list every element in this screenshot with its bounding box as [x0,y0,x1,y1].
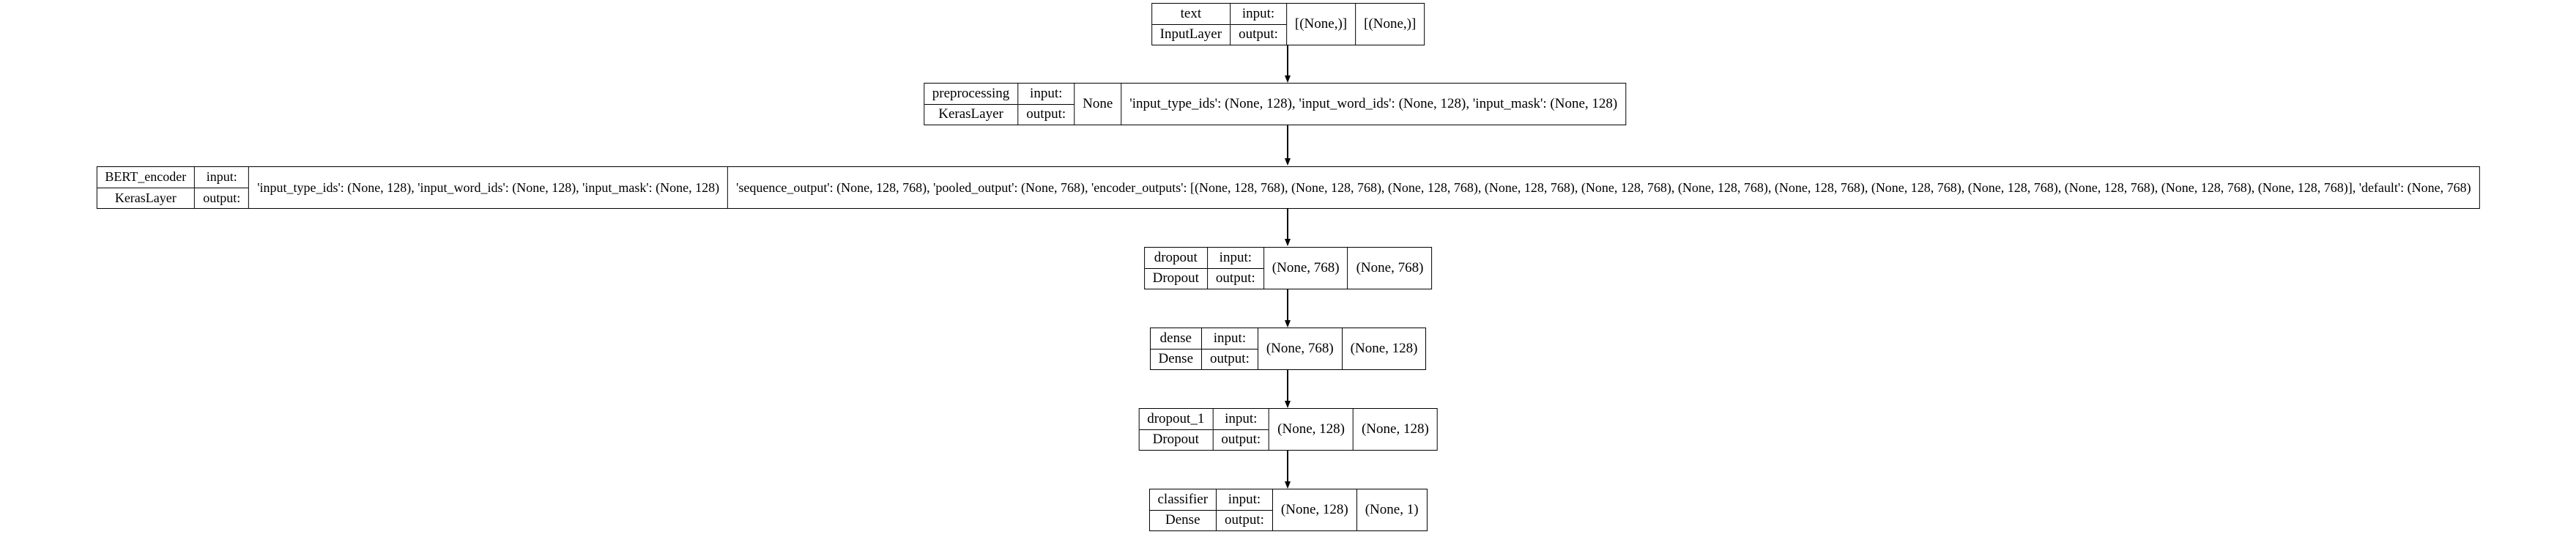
input-label: input: [1213,409,1269,430]
layer-title-cell: text InputLayer [1151,4,1231,45]
output-shape: 'sequence_output': (None, 128, 768), 'po… [736,180,2471,195]
layer-title-cell: dropout Dropout [1144,248,1208,289]
output-shape: (None, 1) [1365,502,1419,517]
layer-name: BERT_encoder [97,167,195,188]
io-label-cell: input: output: [1213,409,1270,450]
layer-node-classifier: classifier Dense input: output: (None, 1… [1148,489,1428,531]
output-label: output: [203,190,241,205]
io-label-cell: input: output: [1202,328,1258,369]
layer-class: Dropout [1152,270,1199,286]
io-label-cell: input: output: [1018,84,1075,125]
io-label-cell: input: output: [1217,489,1273,530]
output-shape: [(None,)] [1364,16,1417,32]
edge-line [1287,370,1288,401]
input-shape: None [1074,84,1122,125]
layer-title-cell: classifier Dense [1149,489,1217,530]
input-label: input: [1202,328,1258,349]
arrowhead-down-icon [1284,75,1291,83]
arrowhead-down-icon [1284,481,1291,489]
layer-node-bert-encoder: BERT_encoder KerasLayer input: output: '… [96,166,2480,209]
output-shape: (None, 768) [1356,260,1424,275]
input-shape: (None, 768) [1264,248,1348,289]
layer-node-dropout: dropout Dropout input: output: (None, 76… [1143,247,1433,289]
layer-title-cell: dropout_1 Dropout [1139,409,1214,450]
layer-name: dropout [1144,248,1207,269]
edge-line [1287,451,1288,481]
layer-name: text [1151,4,1231,25]
io-label-cell: input: output: [195,167,250,208]
layer-class: Dense [1165,512,1200,528]
input-shape: (None, 768) [1258,328,1343,369]
arrowhead-down-icon [1284,158,1291,166]
output-shape: (None, 128) [1350,341,1418,356]
layer-name: preprocessing [924,84,1018,105]
io-label-cell: input: output: [1231,4,1287,45]
layer-title-cell: BERT_encoder KerasLayer [97,167,196,208]
output-label: output: [1225,512,1264,528]
input-label: input: [1231,4,1286,25]
layer-node-preprocessing: preprocessing KerasLayer input: output: … [923,83,1627,125]
input-shape: (None, 128) [1269,409,1354,450]
layer-class: InputLayer [1159,26,1222,42]
output-label: output: [1221,432,1261,448]
edge-line [1287,209,1288,239]
output-shape: (None, 128) [1361,421,1429,437]
input-label: input: [195,167,249,188]
input-label: input: [1018,84,1074,105]
input-label: input: [1207,248,1263,269]
input-shape: 'input_type_ids': (None, 128), 'input_wo… [249,167,729,208]
layer-title-cell: dense Dense [1150,328,1203,369]
layer-class: Dense [1158,351,1194,367]
arrowhead-down-icon [1284,320,1291,328]
io-label-cell: input: output: [1207,248,1264,289]
output-label: output: [1239,26,1278,42]
layer-name: classifier [1149,489,1217,511]
layer-class: KerasLayer [938,106,1003,122]
arrowhead-down-icon [1284,239,1291,246]
layer-class: Dropout [1152,432,1199,448]
output-label: output: [1210,351,1250,367]
output-label: output: [1026,106,1066,122]
layer-title-cell: preprocessing KerasLayer [924,84,1019,125]
output-label: output: [1215,270,1255,286]
edge-line [1287,45,1288,75]
layer-node-text: text InputLayer input: output: [(None,)]… [1151,3,1425,45]
output-shape: 'input_type_ids': (None, 128), 'input_wo… [1129,96,1618,111]
layer-node-dropout-1: dropout_1 Dropout input: output: (None, … [1138,408,1438,451]
edge-line [1287,289,1288,320]
input-shape: (None, 128) [1273,489,1357,530]
edge-line [1287,125,1288,158]
layer-class: KerasLayer [114,190,177,205]
input-shape: [(None,)] [1287,4,1356,45]
layer-node-dense: dense Dense input: output: (None, 768) (… [1149,328,1427,370]
layer-name: dense [1150,328,1202,349]
layer-name: dropout_1 [1139,409,1213,430]
arrowhead-down-icon [1284,401,1291,408]
input-label: input: [1217,489,1272,511]
